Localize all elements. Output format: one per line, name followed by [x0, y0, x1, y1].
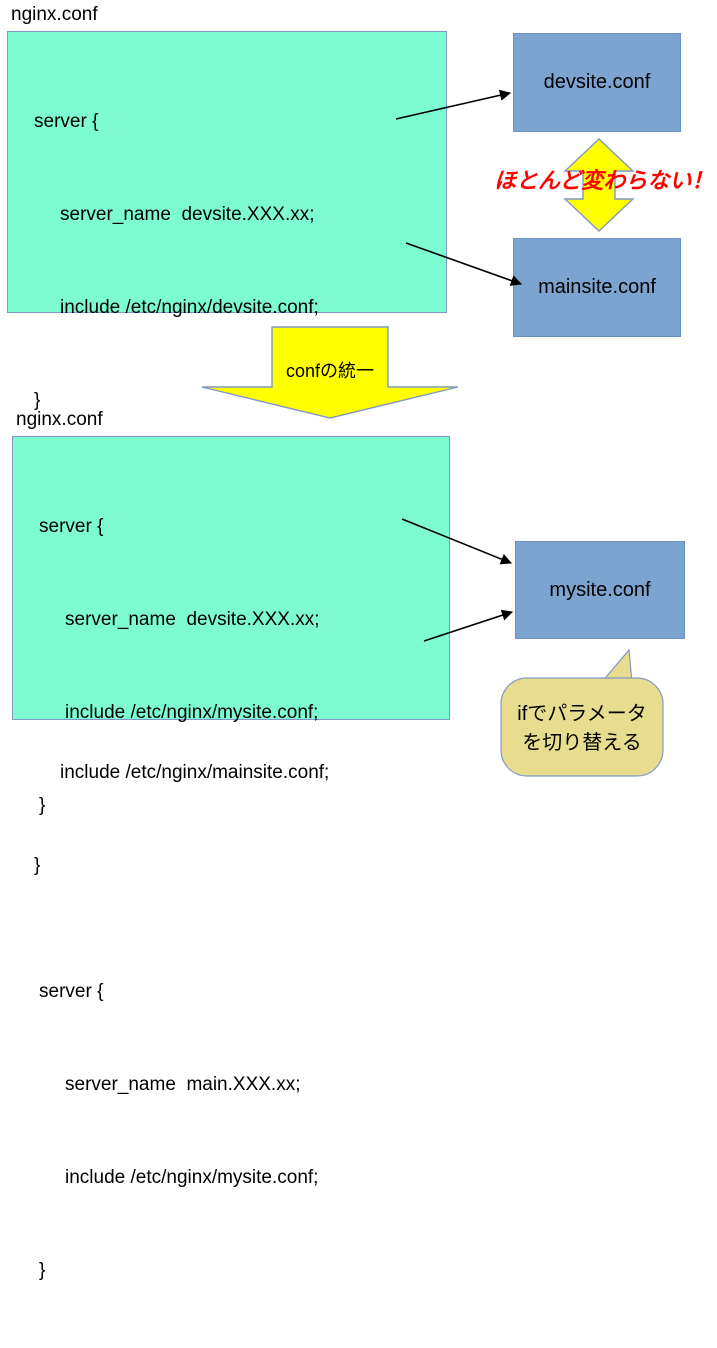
after-nginx-conf-box: server { server_name devsite.XXX.xx; inc… [12, 436, 450, 1281]
code-line: include /etc/nginx/mainsite.conf; [60, 762, 330, 783]
code-line: include /etc/nginx/devsite.conf; [60, 297, 319, 318]
after-nginx-conf-caption: nginx.conf [16, 409, 103, 430]
code-line: } [39, 1260, 46, 1281]
callout-line-1: ifでパラメータ [517, 703, 647, 725]
code-line: } [39, 795, 46, 816]
file-box-mainsite-conf: mainsite.conf [513, 238, 681, 337]
diagram-canvas: nginx.conf server { server_name devsite.… [7, 4, 714, 1281]
file-box-label: mysite.conf [549, 578, 651, 601]
code-line-blank [39, 883, 320, 914]
file-box-mysite-conf: mysite.conf [515, 541, 685, 639]
double-arrow-icon [563, 137, 635, 238]
file-box-label: mainsite.conf [538, 276, 656, 298]
consolidation-arrow-icon [200, 325, 460, 425]
code-line: server { [39, 981, 104, 1002]
code-line: } [34, 390, 41, 411]
code-line: server { [39, 516, 104, 537]
file-box-label: devsite.conf [543, 71, 651, 93]
consolidation-arrow-label: confの統一 [285, 361, 375, 381]
callout-balloon [499, 648, 665, 783]
code-line: server_name devsite.XXX.xx; [65, 609, 320, 630]
code-line: include /etc/nginx/mysite.conf; [65, 1167, 319, 1188]
callout-balloon-text: ifでパラメータ を切り替える [499, 700, 665, 758]
emphasis-note-before: ほとんど変わらない！ [494, 168, 714, 193]
code-line: server { [34, 111, 99, 132]
before-nginx-conf-box: server { server_name devsite.XXX.xx; inc… [7, 31, 447, 876]
callout-line-2: を切り替える [522, 732, 642, 754]
code-line: server_name main.XXX.xx; [65, 1074, 301, 1095]
after-code-block: server { server_name devsite.XXX.xx; inc… [39, 449, 320, 1348]
code-line: include /etc/nginx/mysite.conf; [65, 702, 319, 723]
file-box-devsite-conf: devsite.conf [513, 33, 681, 132]
code-line: server_name devsite.XXX.xx; [60, 204, 315, 225]
before-nginx-conf-caption: nginx.conf [11, 4, 98, 25]
